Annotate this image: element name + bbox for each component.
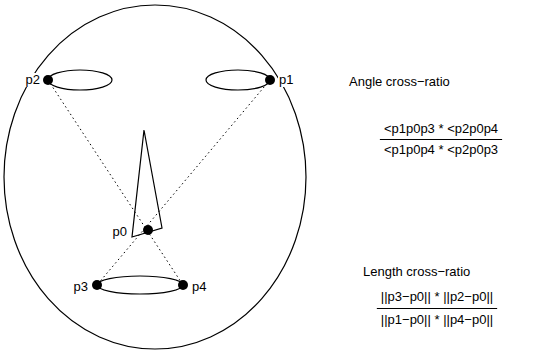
formula-denominator: ||p1−p0|| * ||p4−p0||	[380, 313, 494, 328]
point-dot	[265, 75, 275, 85]
formula-denominator: <p1p0p4 * <p2p0p3	[383, 143, 499, 158]
fraction-bar	[377, 308, 497, 309]
point-dot	[92, 280, 102, 290]
right-eye	[206, 70, 270, 90]
point-dot	[143, 225, 153, 235]
formula-numerator: ||p3−p0|| * ||p2−p0||	[380, 290, 494, 305]
left-eye	[48, 70, 112, 90]
fraction-bars	[377, 140, 502, 309]
mouth	[97, 276, 183, 294]
point-label: p3	[73, 280, 89, 295]
point-label: p4	[191, 280, 207, 295]
fraction-bar	[380, 139, 502, 140]
formula-heading: Angle cross−ratio	[348, 75, 451, 90]
formula-heading: Length cross−ratio	[362, 265, 471, 280]
formula-numerator: <p1p0p3 * <p2p0p4	[383, 122, 499, 137]
point-dot	[43, 75, 53, 85]
dotted-line	[97, 80, 270, 285]
face-outline	[4, 5, 306, 349]
point-dot	[178, 280, 188, 290]
nose-triangle	[132, 130, 162, 237]
point-label: p1	[278, 73, 294, 88]
point-label: p0	[112, 225, 128, 240]
point-label: p2	[25, 73, 41, 88]
dotted-line	[48, 80, 183, 285]
